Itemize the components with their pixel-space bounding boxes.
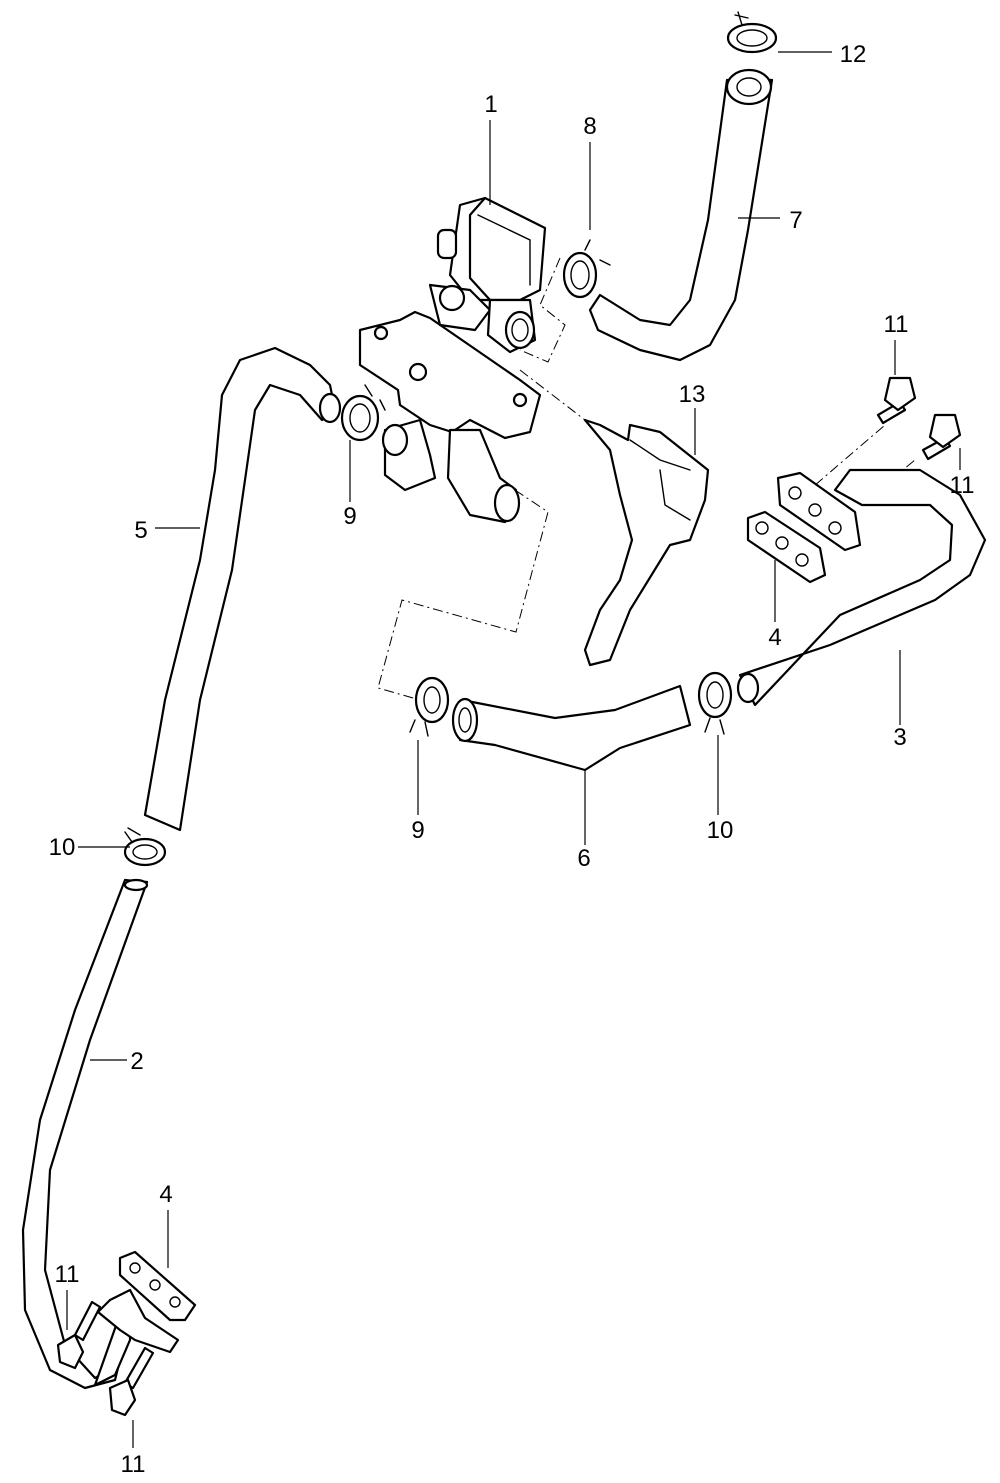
callout-9-lower: 9 [411,817,424,844]
callout-5: 5 [134,517,147,544]
clamp-part-12 [726,11,778,54]
clamp-part-8 [562,239,611,299]
tube-part-3 [736,468,987,707]
callout-6: 6 [577,845,590,872]
bolt-lower-a [56,1300,102,1370]
gasket-lower [118,1250,197,1322]
callout-4-upper: 4 [768,624,781,651]
gasket-upper [746,510,827,584]
callout-7: 7 [789,207,802,234]
callout-10-right: 10 [707,817,734,844]
callout-labels: 1 2 3 4 4 5 6 7 8 9 9 10 10 11 11 11 11 … [49,41,975,1478]
callout-8: 8 [583,113,596,140]
mounting-bracket [583,418,710,667]
callout-9-upper: 9 [343,503,356,530]
callout-11-upper-a: 11 [884,311,909,338]
callout-13: 13 [679,381,706,408]
callout-11-lower-b: 11 [121,1451,146,1478]
bolt-upper-a [876,376,917,425]
hose-part-5 [143,346,342,832]
callout-1: 1 [484,91,497,118]
clamp-part-9-lower [409,676,450,737]
valve-assembly [358,196,547,524]
hose-part-6 [451,684,692,772]
leader-lines [66,51,961,1448]
bolt-lower-b [108,1346,155,1417]
callout-12: 12 [840,41,867,68]
bolt-upper-b [921,413,962,461]
callout-2: 2 [130,1048,143,1075]
callout-4-lower: 4 [159,1181,172,1208]
callout-11-upper-b: 11 [950,472,975,499]
callout-10-left: 10 [49,834,76,861]
clamp-part-9-upper [340,384,386,442]
callout-11-lower-a: 11 [55,1261,80,1288]
clamp-part-10-left [123,827,167,867]
tube-part-2 [21,878,180,1390]
callout-3: 3 [893,724,906,751]
hose-part-7 [588,68,774,362]
clamp-part-10-right [697,671,733,735]
